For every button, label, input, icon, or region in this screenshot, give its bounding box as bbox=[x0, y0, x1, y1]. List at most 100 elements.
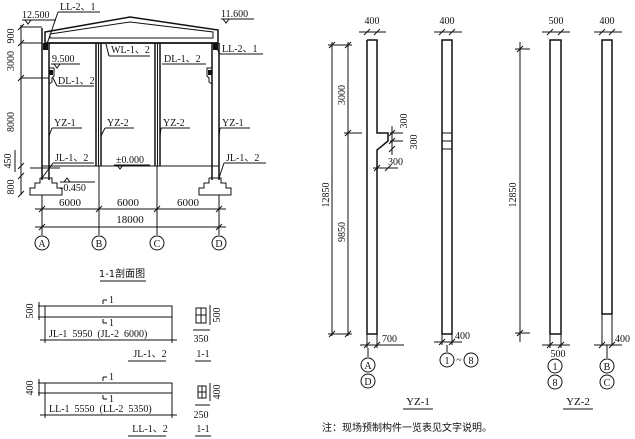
elev-11600: 11.600 bbox=[221, 9, 248, 20]
dl-left-block bbox=[49, 70, 53, 75]
axis-bubble-a bbox=[34, 235, 50, 251]
yz2-detail: 12850 500 500 1 8 400 400 B C YZ-2 bbox=[508, 16, 630, 410]
yz2-axis-8-bubble bbox=[547, 374, 563, 390]
axis-label-c: C bbox=[154, 239, 161, 250]
vdim-800: 800 bbox=[6, 180, 17, 195]
yz2-axis-8: 8 bbox=[553, 378, 558, 389]
bay-dim-1: 6000 bbox=[59, 197, 82, 209]
elev-9500: 9.500 bbox=[52, 54, 75, 65]
axis-label-d: D bbox=[215, 239, 222, 250]
yz1-front-column bbox=[366, 39, 389, 335]
jl-section-height: 500 bbox=[212, 308, 223, 323]
section-title: 1-1剖面图 bbox=[99, 267, 145, 280]
yz1-corbel-h2: 300 bbox=[409, 135, 420, 150]
section-1-1: 6000 6000 6000 18000 A B C D 900 3000 80… bbox=[3, 2, 266, 282]
label-dl-right: DL-1、2 bbox=[164, 54, 201, 65]
footing-right bbox=[198, 177, 232, 196]
jl-beam-elevation bbox=[44, 305, 173, 318]
yz2-axis-1: 1 bbox=[553, 362, 558, 373]
yz1-axis-1: 1 bbox=[445, 356, 450, 367]
yz2-axis-1-bubble bbox=[547, 358, 563, 374]
yz1-axis-tilde: ~ bbox=[456, 355, 462, 366]
label-yz1-left: YZ-1 bbox=[54, 118, 76, 129]
yz1-axis-d-bubble bbox=[360, 373, 376, 389]
jl-cut-mark-top: 1 bbox=[109, 295, 114, 306]
axis-label-b: B bbox=[96, 239, 103, 250]
yz2-title: YZ-2 bbox=[566, 396, 590, 408]
ll-left-block bbox=[43, 43, 48, 50]
roof-outer bbox=[44, 16, 219, 44]
yz1-axis-a-bubble bbox=[360, 357, 376, 373]
ll-cut-mark-top: 1 bbox=[109, 372, 114, 383]
ll-beam-elevation bbox=[44, 382, 173, 394]
jl-title: JL-1、2 bbox=[133, 349, 166, 360]
ll-section-width: 250 bbox=[194, 410, 209, 421]
ll-right-block bbox=[213, 43, 218, 50]
yz1-detail: 400 3000 12850 9850 300 300 300 700 A bbox=[321, 16, 479, 410]
axis-bubble-b bbox=[91, 235, 107, 251]
label-wl: WL-1、2 bbox=[111, 45, 150, 56]
yz1-width-top: 400 bbox=[365, 16, 380, 27]
yz1-dim-total: 12850 bbox=[321, 183, 332, 208]
yz1-dim-lower: 9850 bbox=[337, 222, 348, 242]
vdim-450: 450 bbox=[3, 154, 14, 169]
ll-beam-detail: 400 1 1 LL-1 5550 (LL-2 5350) LL-1、2 400… bbox=[25, 372, 223, 437]
yz1-axis-d: D bbox=[364, 377, 371, 388]
vdim-8000: 8000 bbox=[6, 112, 17, 132]
yz1-corbel-width: 300 bbox=[388, 157, 403, 168]
yz1-side-column bbox=[441, 39, 453, 335]
label-yz1-right: YZ-1 bbox=[222, 118, 244, 129]
label-dl-left: DL-1、2 bbox=[58, 76, 95, 87]
yz2-side-column bbox=[601, 39, 613, 315]
ll-section-height: 400 bbox=[212, 385, 223, 400]
note-text: 注：现场预制构件一览表见文字说明。 bbox=[322, 421, 492, 434]
bay-dim-2: 6000 bbox=[117, 197, 140, 209]
bay-dim-3: 6000 bbox=[177, 197, 200, 209]
jl-cut-mark-bottom: 1 bbox=[109, 318, 114, 329]
label-ll-left: LL-2、1 bbox=[60, 2, 96, 13]
elev-12500: 12.500 bbox=[22, 10, 50, 21]
yz2-side-width-bottom: 400 bbox=[615, 334, 630, 345]
corbel-right bbox=[206, 67, 213, 85]
yz1-side-width-bottom: 400 bbox=[455, 331, 470, 342]
ll-length: LL-1 5550 (LL-2 5350) bbox=[49, 404, 152, 415]
label-yz2-c: YZ-2 bbox=[163, 118, 185, 129]
jl-beam-detail: 500 1 1 JL-1 5950 (JL-2 6000) JL-1、2 500… bbox=[25, 295, 223, 362]
yz2-side-width-top: 400 bbox=[600, 16, 615, 27]
footing-left bbox=[29, 177, 63, 196]
ll-title: LL-1、2 bbox=[132, 424, 168, 435]
elev-foundation: -0.450 bbox=[60, 183, 86, 194]
dl-right-block bbox=[208, 70, 212, 75]
label-jl-left: JL-1、2 bbox=[55, 153, 88, 164]
vdim-3000: 3000 bbox=[6, 51, 17, 71]
vdim-900: 900 bbox=[6, 29, 17, 44]
yz1-width-bottom: 700 bbox=[382, 334, 397, 345]
yz2-width-top: 500 bbox=[549, 16, 564, 27]
corbel-left bbox=[48, 67, 55, 85]
yz2-axis-b: B bbox=[604, 362, 611, 373]
label-yz2-b: YZ-2 bbox=[107, 118, 129, 129]
ll-height: 400 bbox=[25, 381, 36, 396]
yz1-corbel-h1: 300 bbox=[399, 114, 410, 129]
jl-height: 500 bbox=[25, 304, 36, 319]
axis-bubble-c bbox=[149, 235, 165, 251]
jl-section-width: 350 bbox=[194, 334, 209, 345]
yz1-title: YZ-1 bbox=[406, 396, 430, 408]
yz2-width-bottom: 500 bbox=[551, 349, 566, 360]
yz2-axis-b-bubble bbox=[599, 358, 615, 374]
jl-length: JL-1 5950 (JL-2 6000) bbox=[49, 329, 147, 340]
total-dim: 18000 bbox=[116, 214, 144, 226]
yz1-side-width-top: 400 bbox=[440, 16, 455, 27]
roof-inner bbox=[49, 21, 214, 39]
yz1-axis-a: A bbox=[364, 361, 372, 372]
axis-bubble-d bbox=[211, 235, 227, 251]
yz2-axis-c: C bbox=[604, 378, 611, 389]
yz2-front-column bbox=[549, 39, 562, 335]
label-jl-right: JL-1、2 bbox=[226, 153, 259, 164]
yz2-dim-total: 12850 bbox=[508, 183, 519, 208]
axis-label-a: A bbox=[38, 239, 46, 250]
yz1-axis-8: 8 bbox=[469, 356, 474, 367]
label-ll-right: LL-2、1 bbox=[222, 44, 258, 55]
elev-ground: ±0.000 bbox=[116, 155, 144, 166]
